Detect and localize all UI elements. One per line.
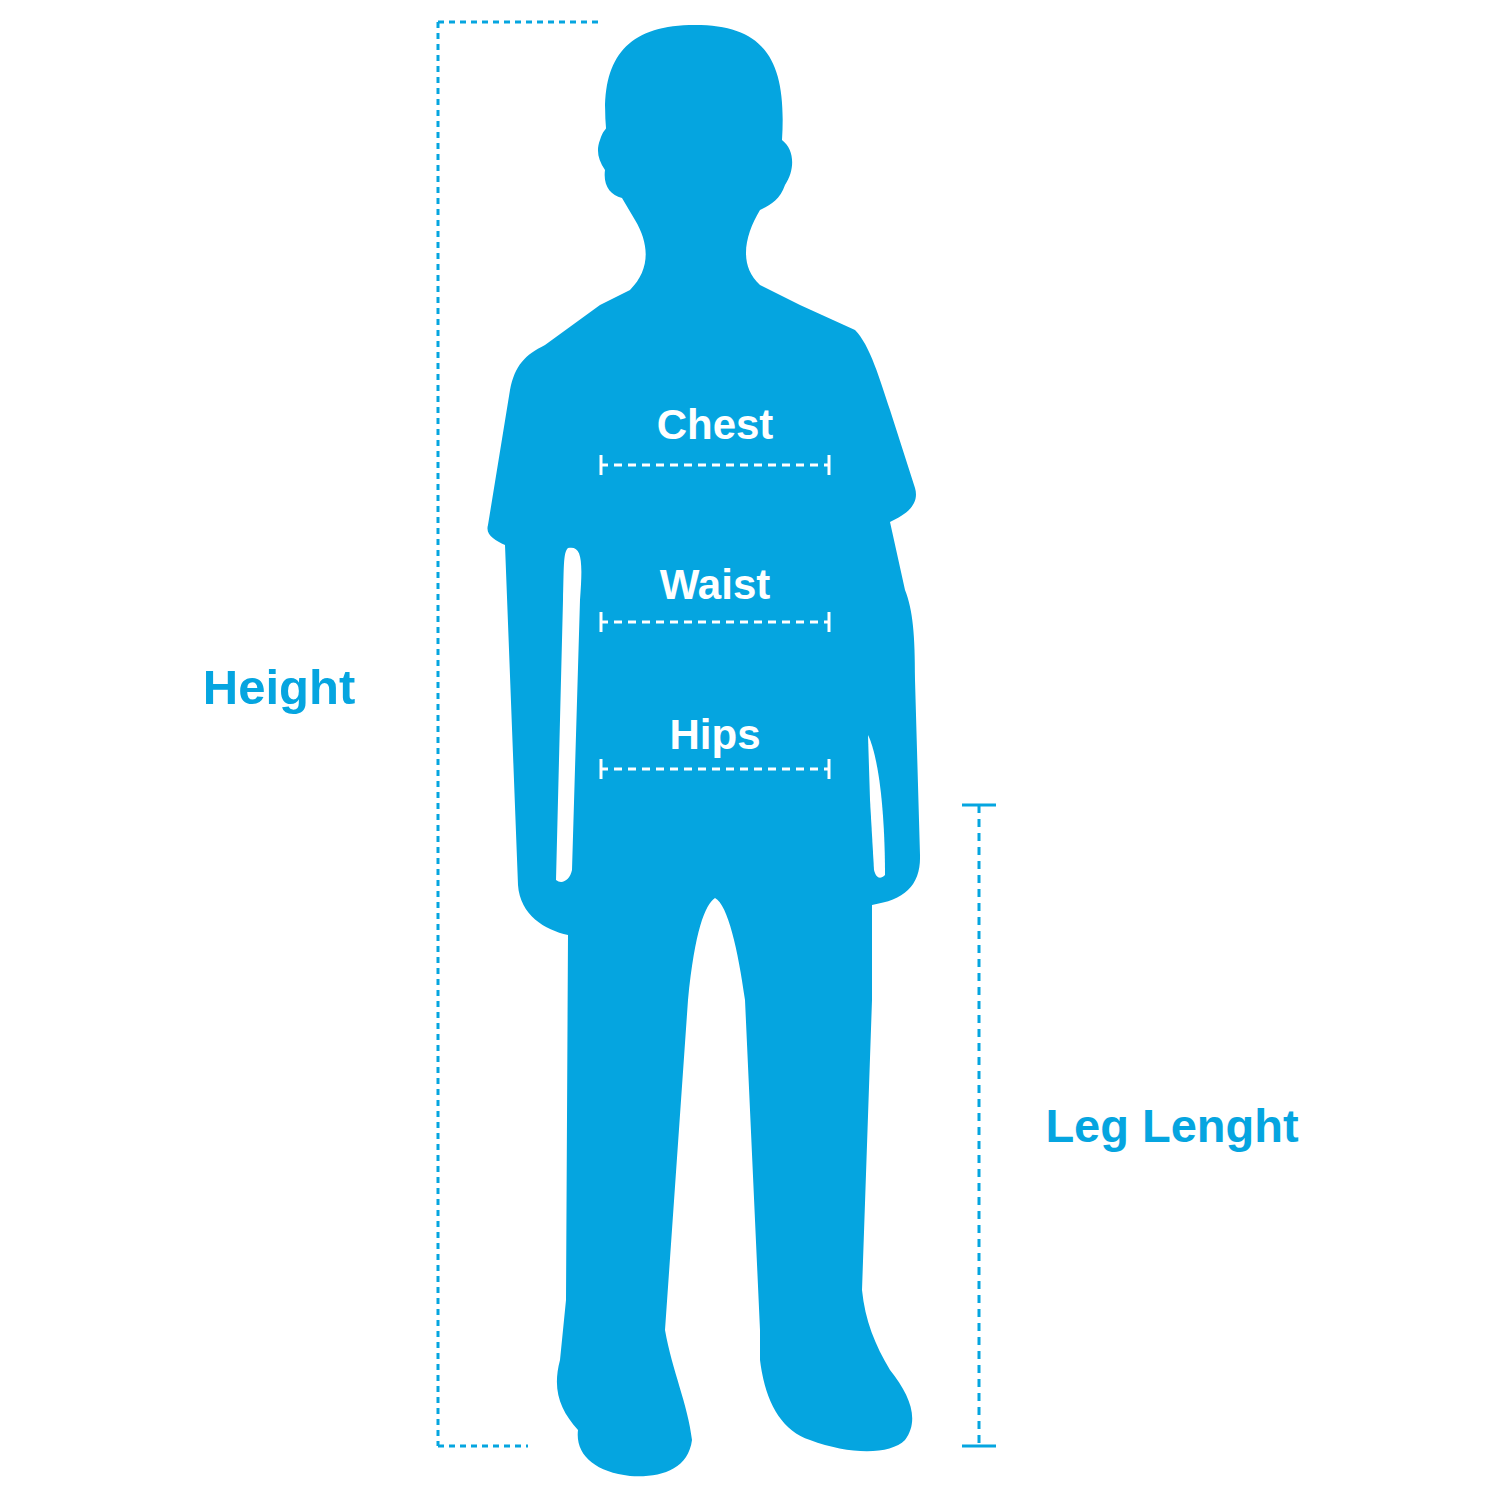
measure-label: Chest — [657, 404, 774, 446]
arm-gap — [556, 548, 581, 882]
measure-lines — [600, 455, 830, 779]
dimension-label: Leg Lenght — [1045, 1102, 1298, 1149]
measure-label: Waist — [660, 564, 770, 606]
dimension-label: Height — [203, 663, 355, 712]
leg-length-bracket — [962, 805, 996, 1446]
arm-gap — [868, 735, 885, 878]
child-silhouette — [487, 25, 920, 1476]
height-bracket — [438, 22, 600, 1446]
measure-label: Hips — [669, 714, 760, 756]
